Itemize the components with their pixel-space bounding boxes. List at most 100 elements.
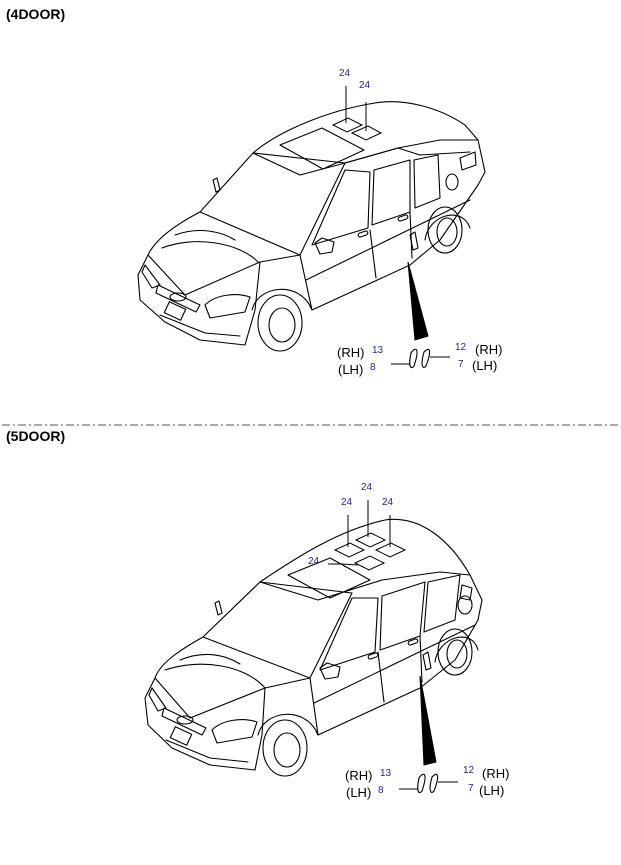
hatch-rear-door-handle: [408, 638, 419, 645]
section-title-4door: (4DOOR): [6, 6, 66, 22]
hatch-sunroof: [288, 558, 370, 598]
sedan-fuel-cap: [446, 174, 458, 190]
sedan-hood: [148, 212, 300, 295]
sedan-side-mirror: [315, 238, 334, 254]
sedan-lh-label-left: (LH): [338, 362, 363, 377]
hatch-callout-8: 8: [378, 785, 384, 796]
hatch-headlight-left: [149, 688, 166, 711]
sedan-emblem-detail: [391, 348, 450, 369]
sedan-rear-arch: [425, 215, 470, 240]
hatch-hood-crease-2: [180, 654, 240, 664]
hatch-body-side: [310, 575, 482, 735]
hatch-rear-window: [380, 582, 425, 650]
sedan-headlight-right: [205, 295, 250, 318]
hatch-side-emblem-location: [423, 652, 431, 670]
sedan-roof-callout-2: 24: [359, 80, 371, 91]
hatch-door-seam: [378, 652, 384, 702]
sedan-roof-line: [253, 102, 478, 153]
hatch-roof-callout-top: 24: [361, 482, 373, 493]
sedan-decal-1: [331, 117, 364, 133]
hatch-callout-12: 12: [463, 765, 475, 776]
hatch-decal-4: [353, 555, 386, 571]
sedan-callout-13: 13: [372, 345, 384, 356]
sedan-front-fascia: [138, 255, 260, 345]
sedan-emblem-rh: [409, 348, 418, 369]
hatch-decal-2: [354, 532, 387, 548]
sedan-roof-edge: [345, 148, 470, 163]
sedan-rear-door-handle: [398, 214, 409, 221]
sedan-lh-label-right: (LH): [472, 358, 497, 373]
sedan-hood-crease-2: [175, 231, 235, 240]
hatch-callout-7: 7: [468, 783, 474, 794]
sedan-body-side: [300, 140, 485, 310]
hatch-front-door-handle: [368, 652, 379, 659]
sedan-hood-crease: [162, 242, 258, 262]
hatch-front-arch: [258, 714, 318, 735]
hatch-headlight-right: [212, 720, 257, 743]
hatch-roof-rear: [260, 572, 470, 600]
hatch-emblem-detail: [399, 773, 458, 794]
hatch-front-hub: [274, 733, 300, 767]
hatch-fuel-cap: [458, 596, 472, 614]
hatch-roof-callout-right: 24: [382, 497, 394, 508]
sedan-front-door-handle: [358, 230, 369, 237]
hatch-decal-3: [374, 542, 407, 558]
hatch-rear-arch: [435, 637, 478, 662]
hatch-antenna: [215, 601, 222, 615]
hatch-roof-line: [260, 519, 470, 582]
sedan-callout-12: 12: [455, 342, 467, 353]
hatch-emblem-rh: [417, 773, 426, 794]
hatch-rear-hub: [447, 640, 467, 668]
sedan-badge: [170, 293, 186, 301]
hatch-quarter-window: [424, 575, 460, 632]
sedan-front-window: [312, 170, 370, 245]
hatch-side-mirror: [320, 663, 340, 679]
hatch-hood: [155, 637, 310, 718]
hatch-leader-4: [328, 563, 359, 566]
hatch-front-window: [320, 598, 378, 670]
hatch-roof-callout-lower: 24: [308, 556, 320, 567]
sedan-emblem-pointer: [407, 261, 429, 341]
hatch-belt-line: [314, 625, 475, 703]
hatch-tail-light: [460, 585, 472, 600]
sedan-callout-7: 7: [458, 359, 464, 370]
hatch-front-wheel: [263, 720, 307, 776]
sedan-roof-callout-1: 24: [339, 68, 351, 79]
hatch-badge: [177, 716, 193, 724]
sedan-roof-decals: [331, 86, 383, 141]
hatch-bumper-line: [166, 740, 248, 762]
hatch-door-seam-2: [420, 636, 422, 682]
sedan-rear-hub: [437, 218, 457, 246]
sedan-side-emblem-location: [410, 232, 418, 250]
hatch-emblem-lh: [429, 773, 439, 794]
hatch-plate: [170, 727, 191, 745]
section-title-5door: (5DOOR): [6, 428, 66, 444]
sedan-quarter-window: [414, 155, 440, 208]
hatch-callout-13: 13: [380, 768, 392, 779]
sedan-rh-label-right: (RH): [475, 342, 502, 357]
sedan-illustration: [138, 102, 485, 351]
hatch-decal-1: [333, 542, 366, 558]
sedan-belt-line: [306, 200, 470, 280]
sedan-front-arch: [252, 289, 312, 310]
sedan-decal-2: [350, 125, 383, 141]
hatch-lh-label-right: (LH): [479, 783, 504, 798]
sedan-callout-8: 8: [370, 362, 376, 373]
sedan-antenna: [213, 178, 220, 192]
sedan-door-seam: [370, 230, 376, 278]
sedan-rh-label-left: (RH): [337, 345, 364, 360]
sedan-bumper-line: [160, 315, 240, 336]
sedan-plate: [164, 302, 185, 320]
sedan-front-wheel: [258, 295, 302, 351]
hatch-roof-decals: [328, 500, 407, 571]
sedan-grille: [156, 285, 200, 312]
hatch-rh-label-left: (RH): [345, 768, 372, 783]
hatch-hood-crease: [165, 664, 265, 688]
sedan-headlight-left: [142, 265, 160, 288]
sedan-front-hub: [269, 308, 295, 342]
hatch-front-fascia: [145, 678, 265, 770]
sedan-tail-light: [460, 152, 476, 170]
sedan-emblem-lh: [421, 348, 431, 369]
hatch-emblem-pointer: [419, 675, 437, 766]
